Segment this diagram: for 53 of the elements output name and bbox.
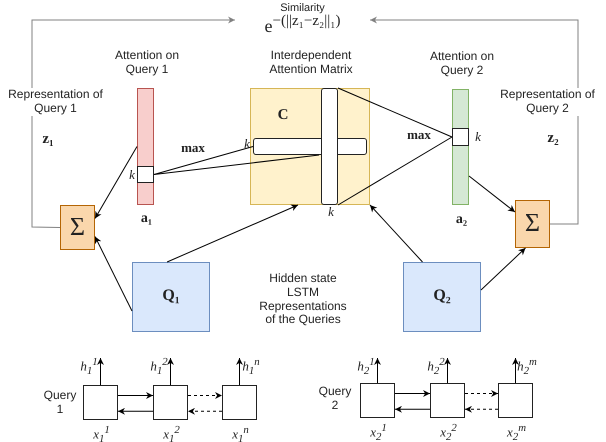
arrow bbox=[370, 16, 578, 224]
query-box bbox=[403, 262, 481, 332]
connector-line bbox=[154, 154, 320, 175]
arrow bbox=[118, 408, 154, 415]
arrow bbox=[236, 358, 243, 386]
arrow bbox=[188, 392, 222, 399]
arrow bbox=[464, 390, 498, 397]
arrow bbox=[468, 176, 516, 212]
arrow bbox=[480, 248, 526, 290]
arrow bbox=[394, 390, 430, 397]
bar-heading: Attention on Query 1 bbox=[114, 49, 180, 77]
query-symbol: Q₁ bbox=[161, 287, 181, 306]
arrow bbox=[512, 358, 519, 384]
representation-label: Representation of Query 1 bbox=[8, 88, 103, 116]
arrow bbox=[394, 406, 430, 413]
index-label: k bbox=[474, 130, 482, 145]
sum-box bbox=[515, 200, 550, 248]
arrow bbox=[464, 406, 498, 413]
vector-label: a₁ bbox=[140, 211, 154, 228]
annotation-text: Hidden state LSTM Representations of the Queries bbox=[258, 272, 348, 328]
sum-box bbox=[60, 205, 95, 250]
vector-label: z₂ bbox=[546, 130, 560, 148]
query-symbol: Q₂ bbox=[432, 287, 452, 306]
edge-label: max bbox=[406, 128, 432, 143]
arrow bbox=[94, 146, 138, 219]
vector-label: z₁ bbox=[41, 131, 55, 148]
arrow bbox=[167, 358, 174, 386]
query-label: Query 1 bbox=[42, 389, 78, 417]
arrow bbox=[97, 358, 104, 386]
edge-label: max bbox=[180, 141, 206, 156]
arrow bbox=[118, 392, 154, 399]
caption-label: Similarity bbox=[279, 2, 326, 14]
vector-label: a₂ bbox=[454, 212, 468, 228]
matrix-symbol: C bbox=[276, 107, 290, 124]
matrix-heading: Interdependent Attention Matrix bbox=[268, 49, 354, 77]
index-label: k bbox=[327, 205, 335, 220]
sigma-symbol: Σ bbox=[68, 212, 86, 242]
arrow bbox=[374, 358, 381, 384]
representation-label: Representation of Query 2 bbox=[500, 88, 595, 116]
arrow bbox=[166, 204, 298, 262]
query-label: Query 2 bbox=[318, 385, 352, 413]
index-label: k bbox=[243, 137, 251, 152]
sigma-symbol: Σ bbox=[524, 208, 542, 238]
bar-heading: Attention on Query 2 bbox=[429, 50, 495, 78]
arrow bbox=[370, 204, 423, 262]
arrow bbox=[94, 236, 132, 312]
arrow bbox=[188, 408, 222, 415]
query-box bbox=[132, 262, 210, 332]
arrow bbox=[32, 16, 236, 228]
similarity-formula: e$^{−(||z₁−z₂||₁)}$ bbox=[264, 13, 342, 37]
index-label: k bbox=[128, 168, 136, 183]
connector-line bbox=[154, 146, 254, 175]
arrow bbox=[444, 358, 451, 384]
